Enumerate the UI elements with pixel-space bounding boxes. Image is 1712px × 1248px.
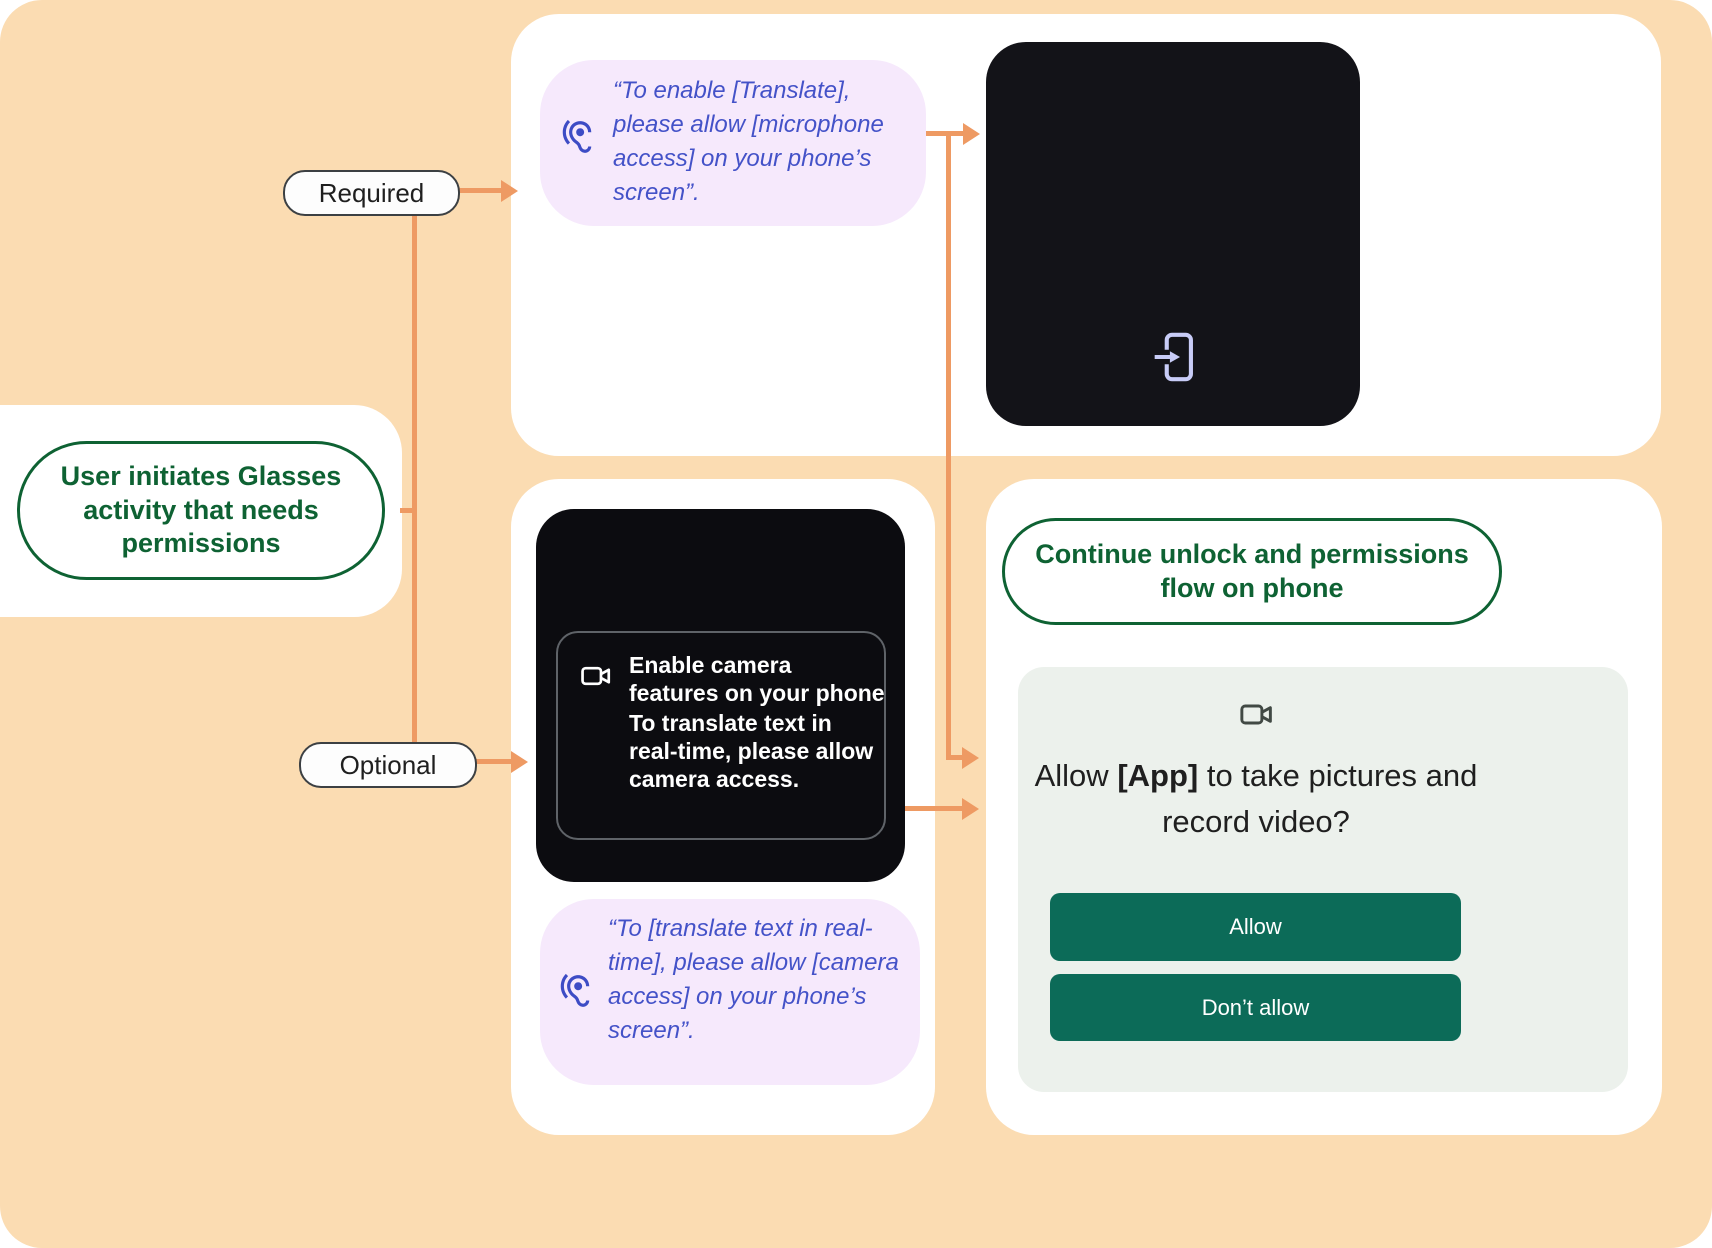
optional-arrow-head xyxy=(511,750,528,773)
phone-flow-title-pill: Continue unlock and permissions flow on … xyxy=(1002,518,1502,625)
allow-button[interactable]: Allow xyxy=(1050,893,1461,961)
hearing-icon xyxy=(556,972,594,1010)
required-label-pill: Required xyxy=(283,170,460,216)
permission-question: Allow [App] to take pictures and record … xyxy=(1026,753,1486,845)
dont-allow-button[interactable]: Don’t allow xyxy=(1050,974,1461,1041)
permission-question-suffix: to take pictures and record video? xyxy=(1162,758,1478,839)
voice-prompt-bubble-required xyxy=(540,60,926,226)
glasses-screen-camera-prompt xyxy=(536,509,905,882)
glasses-to-phone-arrow-head xyxy=(962,797,979,820)
permission-question-prefix: Allow xyxy=(1034,758,1118,793)
voice-prompt-bubble-optional xyxy=(540,899,920,1085)
glasses-to-phone-arrow-line xyxy=(905,806,965,811)
voice-prompt-text-optional: “To [translate text in real-time], pleas… xyxy=(608,915,899,1045)
videocam-icon-dialog xyxy=(1238,696,1275,733)
optional-arrow-line xyxy=(473,759,513,764)
branch-trunk-line xyxy=(412,191,417,763)
start-connector-line xyxy=(400,508,414,513)
glasses-prompt-box xyxy=(556,631,886,840)
required-to-phone-arrow-line xyxy=(948,755,965,760)
required-label: Required xyxy=(318,177,425,208)
glasses-screen-blank xyxy=(986,42,1360,426)
permission-question-app: [App] xyxy=(1117,758,1199,793)
glasses-prompt-title: Enable camera features on your phone xyxy=(629,652,885,707)
required-arrow-line xyxy=(456,188,503,193)
glasses-prompt-body: To translate text in real-time, please a… xyxy=(629,710,874,793)
required-to-phone-arrow-head xyxy=(962,746,979,769)
hearing-icon xyxy=(558,118,596,156)
optional-label-pill: Optional xyxy=(299,742,477,788)
bubble-to-glasses-arrow-head xyxy=(963,122,980,145)
required-arrow-head xyxy=(501,179,518,202)
send-to-phone-icon xyxy=(1145,328,1203,386)
videocam-icon-glasses xyxy=(579,659,613,693)
required-to-phone-branch-line xyxy=(946,133,951,760)
optional-label: Optional xyxy=(339,749,437,780)
phone-flow-title: Continue unlock and permissions flow on … xyxy=(1035,539,1469,603)
start-node-pill: User initiates Glasses activity that nee… xyxy=(17,441,385,580)
voice-prompt-text-required: “To enable [Translate], please allow [mi… xyxy=(613,77,884,207)
start-node-label: User initiates Glasses activity that nee… xyxy=(60,461,342,559)
